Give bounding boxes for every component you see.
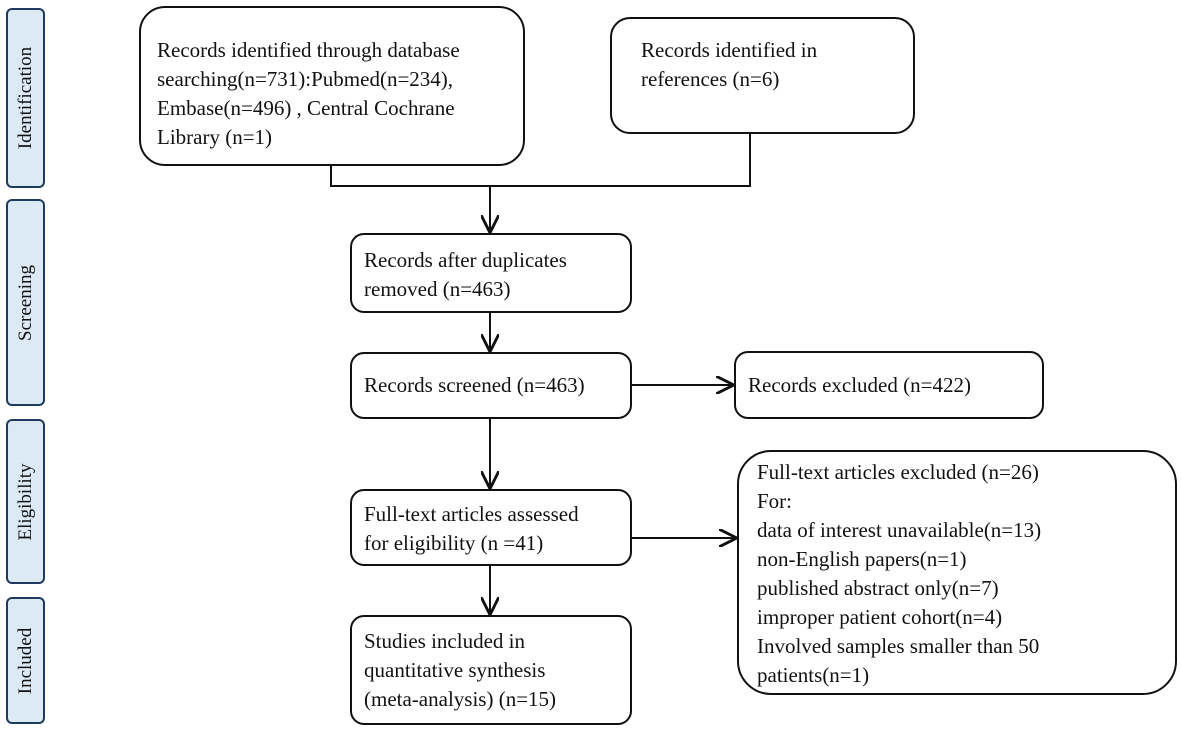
fulltext-excluded-line-3: data of interest unavailable(n=13) <box>757 518 1042 542</box>
records-excluded-line-1: Records excluded (n=422) <box>748 373 971 397</box>
fulltext-assessed-line-2: for eligibility (n =41) <box>364 531 544 555</box>
included-studies-box: Studies included in quantitative synthes… <box>350 615 632 725</box>
fulltext-excluded-line-1: Full-text articles excluded (n=26) <box>757 460 1039 484</box>
screened-box: Records screened (n=463) <box>350 352 632 419</box>
database-search-line-3: Embase(n=496) , Central Cochrane <box>157 96 455 120</box>
fulltext-assessed-line-1: Full-text articles assessed <box>364 502 579 526</box>
fulltext-excluded-line-6: improper patient cohort(n=4) <box>757 605 1003 629</box>
stage-included: Included <box>6 597 45 724</box>
after-duplicates-box: Records after duplicates removed (n=463) <box>350 233 632 313</box>
references-line-1: Records identified in <box>641 38 818 62</box>
database-search-line-4: Library (n=1) <box>157 125 273 149</box>
database-search-line-2: searching(n=731):Pubmed(n=234), <box>157 67 454 91</box>
fulltext-assessed-box: Full-text articles assessed for eligibil… <box>350 489 632 566</box>
references-line-2: references (n=6) <box>641 67 780 91</box>
fulltext-excluded-box: Full-text articles excluded (n=26) For: … <box>737 450 1177 695</box>
database-search-line-1: Records identified through database <box>157 38 460 62</box>
included-studies-line-1: Studies included in <box>364 629 525 653</box>
fulltext-excluded-line-7: Involved samples smaller than 50 <box>757 634 1040 658</box>
records-excluded-box: Records excluded (n=422) <box>734 351 1044 419</box>
database-search-box: Records identified through database sear… <box>139 6 525 166</box>
after-duplicates-line-2: removed (n=463) <box>364 277 511 301</box>
fulltext-excluded-line-2: For: <box>757 489 793 513</box>
included-studies-line-3: (meta-analysis) (n=15) <box>364 687 557 711</box>
screened-line-1: Records screened (n=463) <box>364 373 585 397</box>
included-studies-line-2: quantitative synthesis <box>364 658 546 682</box>
stage-screening: Screening <box>6 199 45 406</box>
connector-merge-sources <box>330 134 751 187</box>
after-duplicates-line-1: Records after duplicates <box>364 248 567 272</box>
fulltext-excluded-line-4: non-English papers(n=1) <box>757 547 967 571</box>
stage-eligibility: Eligibility <box>6 419 45 584</box>
references-box: Records identified in references (n=6) <box>610 17 915 134</box>
fulltext-excluded-line-8: patients(n=1) <box>757 663 870 687</box>
stage-identification: Identification <box>6 8 45 188</box>
fulltext-excluded-line-5: published abstract only(n=7) <box>757 576 999 600</box>
